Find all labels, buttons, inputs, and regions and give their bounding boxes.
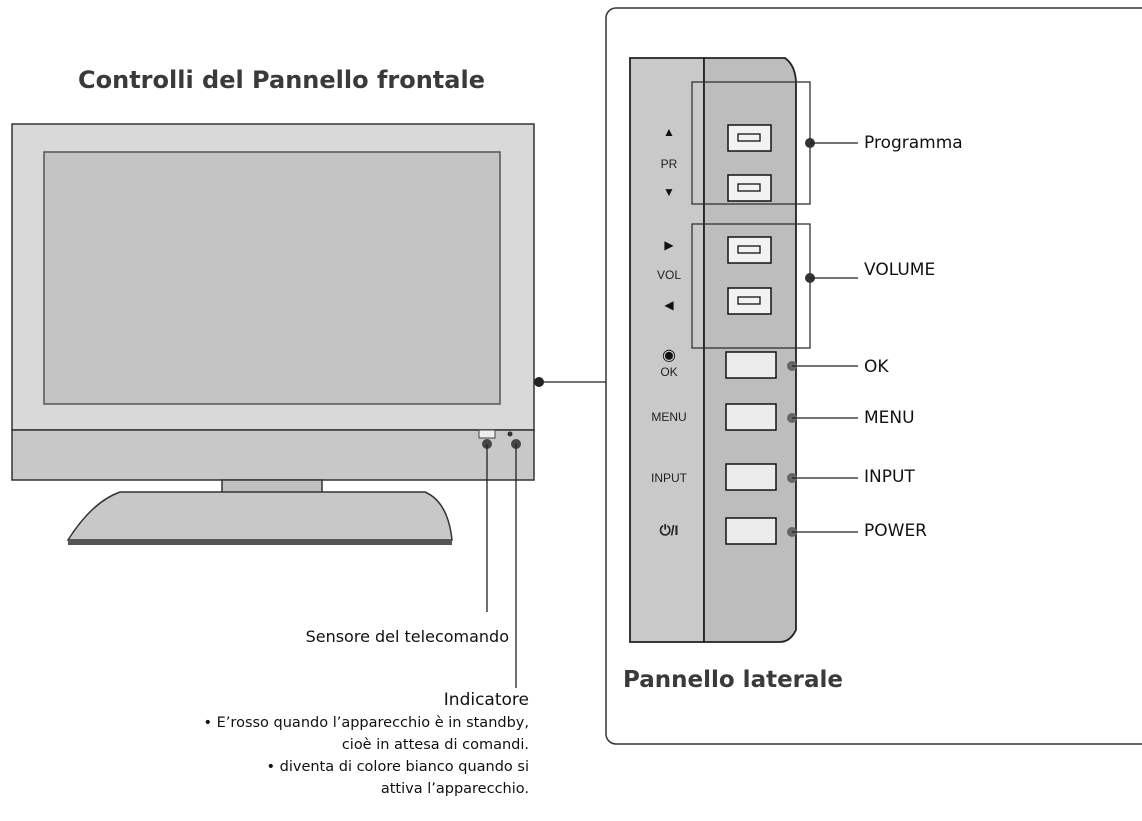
indicator-notes: • E’rosso quando l’apparecchio è in stan…	[204, 712, 530, 800]
ok-button	[725, 351, 777, 379]
pr-up-button	[727, 124, 772, 152]
power-button	[725, 517, 777, 545]
vol-down-button	[727, 287, 772, 315]
callout-input: INPUT	[864, 467, 915, 487]
power-panel-label: ⏻/I	[659, 522, 679, 538]
input-button	[725, 463, 777, 491]
indicator-note-line: • E’rosso quando l’apparecchio è in stan…	[203, 715, 530, 731]
menu-panel-label: MENU	[651, 410, 687, 424]
callout-menu: MENU	[864, 408, 915, 428]
vol-right-arrow-icon: ▶	[664, 238, 674, 252]
remote-sensor-window	[478, 429, 496, 439]
remote-sensor-label: Sensore del telecomando	[305, 627, 509, 646]
tv-bottom-bezel	[11, 429, 535, 481]
menu-button	[725, 403, 777, 431]
tv-screen	[43, 151, 501, 405]
pr-down-arrow-icon: ▼	[663, 185, 675, 199]
tv-stand-base-edge	[68, 540, 452, 545]
indicator-label: Indicatore	[443, 690, 529, 710]
ok-panel-label: OK	[660, 365, 678, 379]
vol-left-arrow-icon: ◀	[664, 298, 674, 312]
callout-ok: OK	[864, 357, 889, 377]
pr-up-arrow-icon: ▲	[663, 125, 675, 139]
vol-label: VOL	[656, 268, 681, 282]
callout-power: POWER	[864, 521, 927, 541]
volume-bracket	[691, 223, 811, 349]
side-panel-title: Pannello laterale	[623, 667, 844, 693]
pr-label: PR	[660, 157, 678, 171]
indicator-note-line: cioè in attesa di comandi.	[341, 737, 529, 753]
indicator-led	[507, 431, 513, 437]
tv-stand-base	[66, 491, 453, 541]
side-panel-frame	[605, 7, 1142, 745]
ok-dot-icon: ◉	[662, 347, 676, 364]
vol-up-button	[727, 236, 772, 264]
input-panel-label: INPUT	[651, 471, 687, 485]
indicator-note-line: attiva l’apparecchio.	[380, 781, 529, 797]
callout-programma: Programma	[864, 133, 963, 153]
pr-down-button	[727, 174, 772, 202]
indicator-note-line: • diventa di colore bianco quando si	[266, 759, 529, 775]
callout-volume: VOLUME	[864, 260, 936, 280]
front-panel-title: Controlli del Pannello frontale	[78, 66, 485, 94]
